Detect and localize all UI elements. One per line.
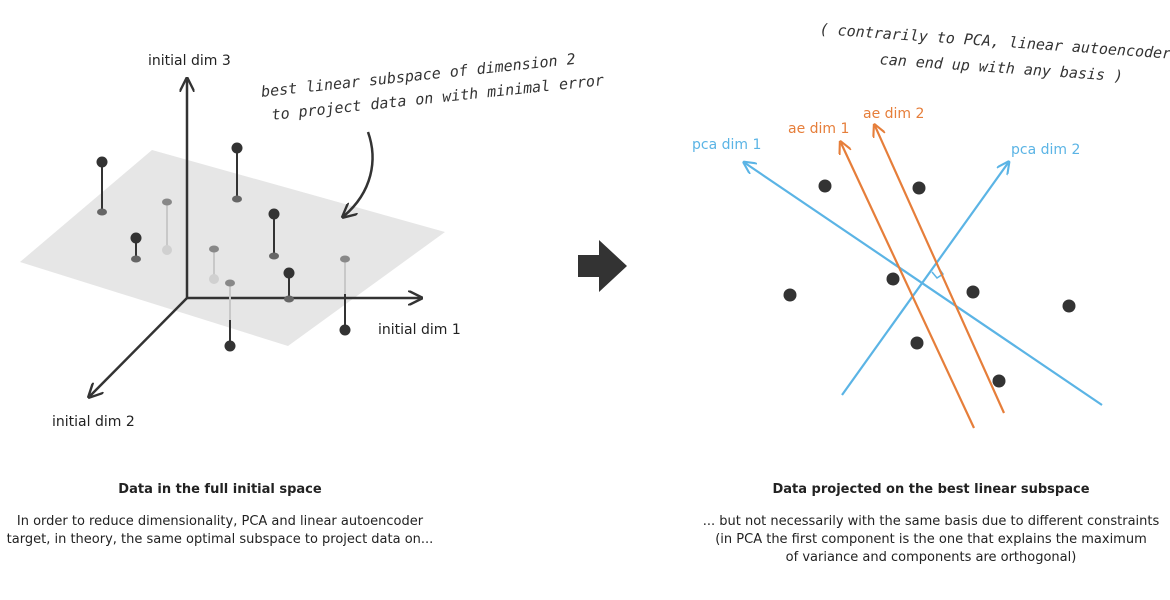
axis-label-dim2: initial dim 2 bbox=[52, 414, 135, 430]
axis-dim2 bbox=[90, 297, 188, 396]
label-ae-dim-1: ae dim 1 bbox=[788, 121, 849, 137]
axis-label-dim1: initial dim 1 bbox=[378, 322, 461, 338]
annotation-line-1: ( contrarily to PCA, linear autoencoder bbox=[819, 20, 1170, 63]
data-point bbox=[283, 267, 295, 279]
left-panel: initial dim 3 initial dim 1 initial dim … bbox=[20, 50, 605, 430]
projected-point bbox=[284, 295, 294, 303]
projected-point bbox=[209, 245, 219, 253]
data-point bbox=[912, 181, 926, 195]
right-panel: pca dim 1 pca dim 2 ae dim 1 ae dim 2 ( … bbox=[692, 20, 1170, 429]
data-point bbox=[224, 340, 236, 352]
data-point bbox=[992, 374, 1006, 388]
pca-axis-2 bbox=[841, 163, 1008, 396]
data-point bbox=[231, 142, 243, 154]
data-point bbox=[818, 179, 832, 193]
data-point bbox=[96, 156, 108, 168]
pca-axis-1 bbox=[745, 163, 1103, 406]
data-point bbox=[910, 336, 924, 350]
left-caption-title: Data in the full initial space bbox=[118, 482, 322, 497]
ae-axis-1 bbox=[841, 143, 975, 429]
label-pca-dim-2: pca dim 2 bbox=[1011, 142, 1080, 158]
annotation-arrow bbox=[344, 131, 374, 216]
projected-point bbox=[225, 279, 235, 287]
left-caption: Data in the full initial space In order … bbox=[0, 482, 440, 549]
label-ae-dim-2: ae dim 2 bbox=[863, 106, 924, 122]
data-point bbox=[886, 272, 900, 286]
projection-plane bbox=[20, 150, 445, 346]
data-points-left bbox=[101, 148, 290, 299]
left-caption-line-1: In order to reduce dimensionality, PCA a… bbox=[16, 514, 424, 529]
right-caption-line-1: ... but not necessarily with the same ba… bbox=[702, 514, 1160, 529]
right-caption-line-2: (in PCA the first component is the one t… bbox=[715, 532, 1147, 547]
projected-point bbox=[269, 252, 279, 260]
hidden-point bbox=[209, 274, 219, 284]
right-caption-title: Data projected on the best linear subspa… bbox=[772, 482, 1090, 497]
left-caption-line-2: target, in theory, the same optimal subs… bbox=[6, 532, 434, 547]
label-pca-dim-1: pca dim 1 bbox=[692, 137, 761, 153]
axis-label-dim3: initial dim 3 bbox=[148, 53, 231, 69]
right-caption-line-3: of variance and components are orthogona… bbox=[785, 550, 1077, 565]
projected-point bbox=[97, 208, 107, 216]
right-caption: Data projected on the best linear subspa… bbox=[692, 482, 1170, 567]
projected-point bbox=[340, 255, 350, 263]
projected-point bbox=[131, 255, 141, 263]
right-arrow-icon bbox=[578, 240, 627, 292]
projected-point bbox=[232, 195, 242, 203]
data-point bbox=[1062, 299, 1076, 313]
hidden-point bbox=[162, 245, 172, 255]
data-point bbox=[339, 324, 351, 336]
ae-axis-2 bbox=[875, 126, 1006, 414]
data-point bbox=[966, 285, 980, 299]
data-point bbox=[783, 288, 797, 302]
projected-point bbox=[162, 198, 172, 206]
data-point bbox=[130, 232, 142, 244]
data-point bbox=[268, 208, 280, 220]
